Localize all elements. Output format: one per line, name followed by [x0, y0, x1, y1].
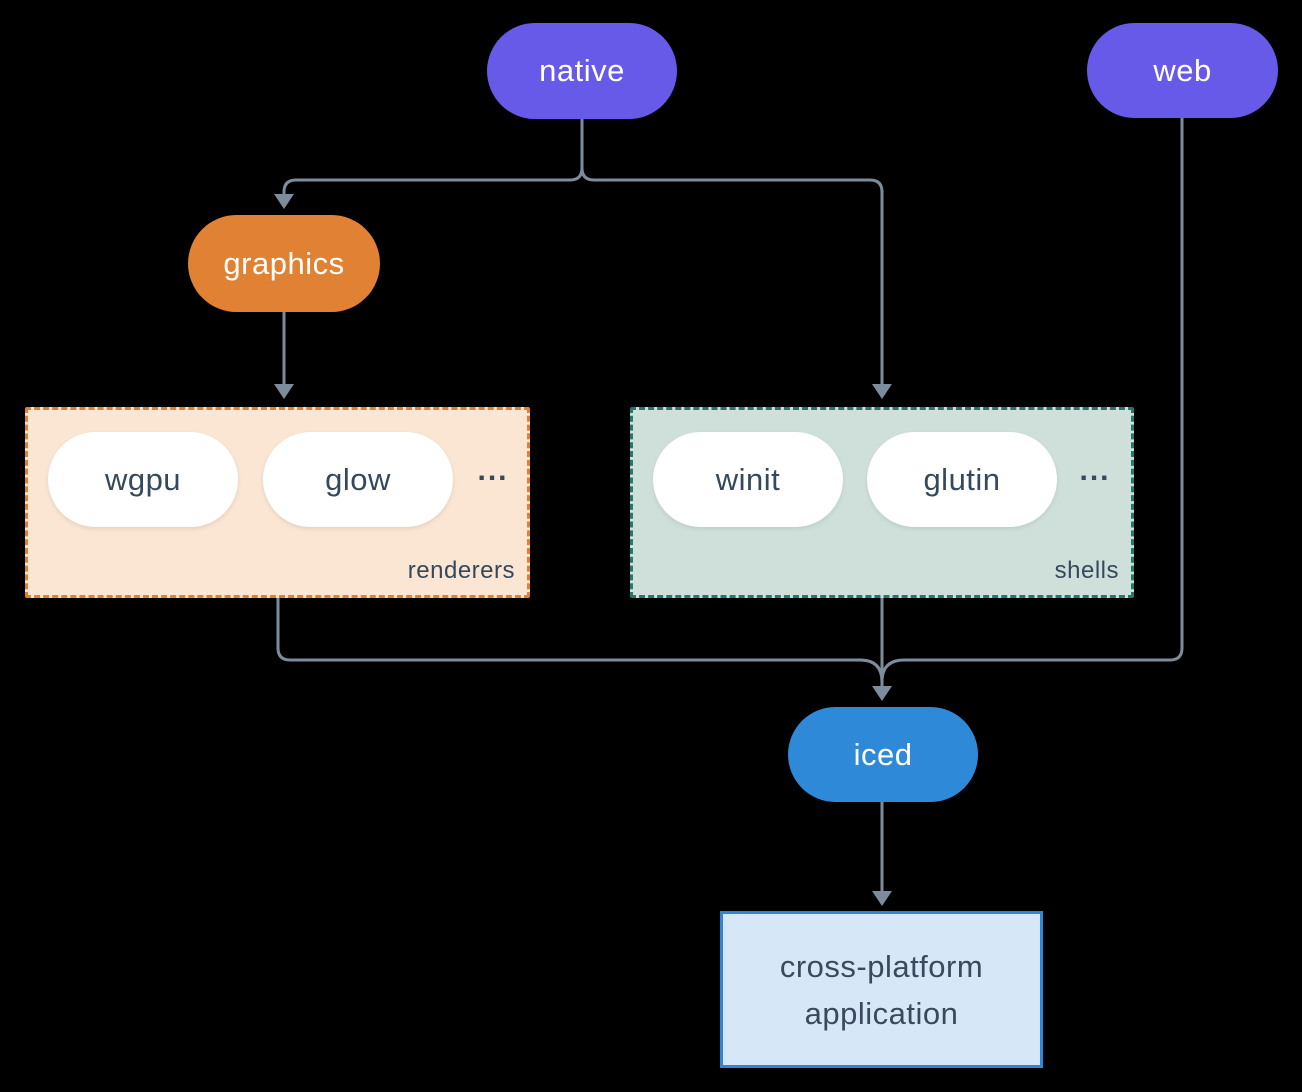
- node-web: web: [1087, 23, 1278, 118]
- edge-native-shells: [580, 167, 884, 384]
- node-winit-label: winit: [715, 461, 781, 497]
- node-cross-platform-application: cross-platform application: [720, 911, 1043, 1068]
- node-graphics-label: graphics: [223, 245, 345, 281]
- renderers-ellipsis: ...: [477, 454, 509, 487]
- arrowhead-graphics: [274, 194, 294, 209]
- shells-ellipsis: ...: [1079, 454, 1111, 487]
- node-app-label: cross-platform application: [779, 948, 984, 1031]
- node-wgpu: wgpu: [48, 432, 238, 527]
- node-glutin-label: glutin: [923, 461, 1001, 497]
- edge-native-graphics: [282, 118, 584, 194]
- node-web-label: web: [1153, 52, 1212, 88]
- node-native-label: native: [539, 53, 625, 88]
- renderers-group-label: renderers: [407, 557, 515, 584]
- arrowhead-shells: [872, 384, 892, 399]
- node-native: native: [487, 23, 677, 119]
- edge-renderers-iced: [276, 598, 884, 684]
- node-winit: winit: [653, 432, 843, 527]
- arrowhead-app: [872, 891, 892, 906]
- group-renderers: wgpu glow ... renderers: [25, 407, 530, 598]
- node-glow: glow: [263, 432, 453, 527]
- node-glow-label: glow: [325, 461, 391, 497]
- node-glutin: glutin: [867, 432, 1057, 527]
- edge-web-iced: [880, 118, 1184, 684]
- node-graphics: graphics: [188, 215, 380, 312]
- node-iced-label: iced: [853, 736, 913, 772]
- node-iced: iced: [788, 707, 978, 802]
- shells-group-label: shells: [1054, 557, 1119, 584]
- group-shells: winit glutin ... shells: [630, 407, 1134, 598]
- arrowhead-iced: [872, 686, 892, 701]
- node-wgpu-label: wgpu: [104, 461, 182, 497]
- arrowhead-renderers: [274, 384, 294, 399]
